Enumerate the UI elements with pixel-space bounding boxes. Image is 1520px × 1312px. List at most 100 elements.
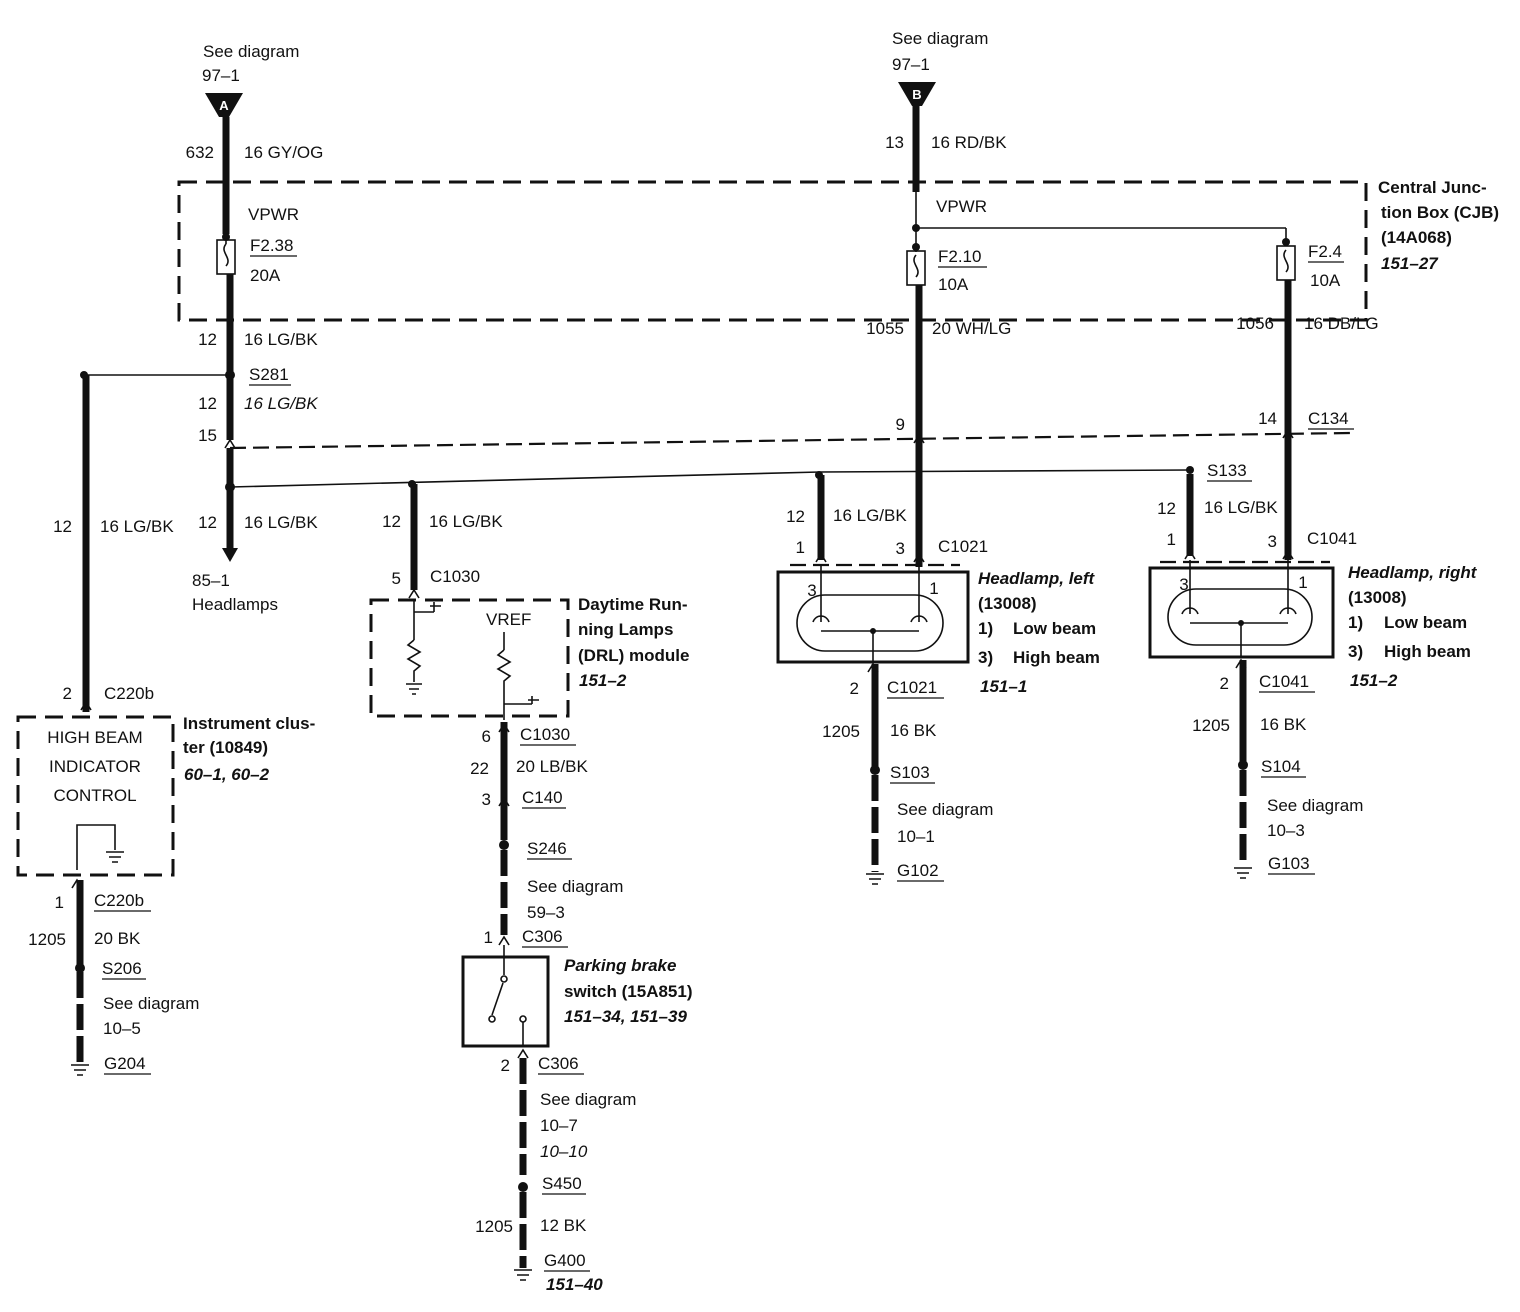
hl-right-beam-1-num: 1) [1348, 613, 1363, 632]
cluster-see: See diagram [103, 994, 199, 1013]
pin-15-chevron [224, 438, 236, 449]
fuse-f24-rating: 10A [1310, 271, 1341, 290]
hl-left-beam-1: Low beam [1013, 619, 1096, 638]
hl-right-beam-1: Low beam [1384, 613, 1467, 632]
splice-s246 [499, 840, 509, 850]
hl-left-beam-3: High beam [1013, 648, 1100, 667]
hl-right-beam-3-num: 3) [1348, 642, 1363, 661]
c134-pin-14: 14 [1258, 409, 1277, 428]
cluster-title-1: Instrument clus- [183, 714, 315, 733]
splice-s133-node [1186, 466, 1194, 474]
headlamps-ref: 85–1 [192, 571, 230, 590]
drl-conn-in: C1030 [430, 567, 480, 586]
hl-left-see-ref: 10–1 [897, 827, 935, 846]
drl-see-ref: 59–3 [527, 903, 565, 922]
ground-g103-label: G103 [1268, 854, 1310, 873]
g102-ground-icon [866, 873, 884, 885]
hl-right-lamp-pin-3: 3 [1179, 575, 1188, 594]
pb-conn-top: C306 [522, 927, 563, 946]
hl-left-filaments [812, 615, 928, 632]
fuse-f210-rating: 10A [938, 275, 969, 294]
hl-right-lg-wire: 16 LG/BK [1204, 498, 1278, 517]
hl-left-beam-3-num: 3) [978, 648, 993, 667]
hl-right-beam-3: High beam [1384, 642, 1471, 661]
splice-s450-label: S450 [542, 1174, 582, 1193]
drl-ref: 151–2 [579, 671, 627, 690]
headlamps-arrow [222, 548, 238, 562]
cjb-ref: 151–27 [1381, 254, 1439, 273]
left-pin-15: 15 [198, 426, 217, 445]
drl-pin-c140: 3 [482, 790, 491, 809]
headlamps-wire: 16 LG/BK [244, 513, 318, 532]
hl-left-bulb [796, 594, 944, 652]
splice-s103-label: S103 [890, 763, 930, 782]
ground-g102-label: G102 [897, 861, 939, 880]
hl-left-feed-circuit: 1055 [866, 319, 904, 338]
drl-internal-left-switch [430, 602, 441, 612]
pb-title-2: switch (15A851) [564, 982, 693, 1001]
splice-s206-label: S206 [102, 959, 142, 978]
headlamps-circuit: 12 [198, 513, 217, 532]
left-below-fuse-wire: 16 LG/BK [244, 330, 318, 349]
drl-feed-wire: 16 LG/BK [429, 512, 503, 531]
connector-b-ref: 97–1 [892, 55, 930, 74]
drl-pin-in-chevron [408, 588, 420, 599]
hl-left-gnd-circuit: 1205 [822, 722, 860, 741]
drl-vref: VREF [486, 610, 531, 629]
drl-box [369, 598, 570, 718]
hl-left-pin-1-chevron [815, 552, 827, 563]
fuse-f210-node [912, 243, 920, 251]
drl-pin-in: 5 [392, 569, 401, 588]
c134-pin-9-chevron [913, 433, 925, 444]
connector-a-ref: 97–1 [202, 66, 240, 85]
hl-left-pin-1: 1 [796, 538, 805, 557]
splice-s281-label: S281 [249, 365, 289, 384]
drl-out-circuit: 22 [470, 759, 489, 778]
connector-b: See diagram 97–1 B 13 16 RD/BK [885, 29, 1007, 152]
left-mid-wire: 16 LG/BK [244, 394, 318, 413]
hl-left-conn: C1021 [938, 537, 988, 556]
ground-g204-label: G204 [104, 1054, 146, 1073]
hl-left-lamp-pin-3: 3 [807, 581, 816, 600]
splice-s104 [1238, 760, 1248, 770]
cluster-ref: 60–1, 60–2 [184, 765, 270, 784]
cluster-pin-top: 2 [63, 684, 72, 703]
pb-contact-right [519, 1015, 527, 1023]
cluster-feed-wire: 16 LG/BK [100, 517, 174, 536]
hl-right-part: (13008) [1348, 588, 1407, 607]
ground-g400-label: G400 [544, 1251, 586, 1270]
pb-contact-top [500, 975, 508, 983]
splice-s450 [518, 1182, 528, 1192]
c134-pin-9: 9 [896, 415, 905, 434]
hl-right-filament-leads [1189, 560, 1289, 614]
pb-gnd-wire: 12 BK [540, 1216, 587, 1235]
drl-right-switch [528, 696, 539, 704]
cluster-gnd-wire: 20 BK [94, 929, 141, 948]
cluster-pin-bottom: 1 [55, 893, 64, 912]
cjb-box [177, 180, 1368, 322]
hl-right-lamp-pin-1: 1 [1298, 573, 1307, 592]
drl-see: See diagram [527, 877, 623, 896]
cluster-title-2: ter (10849) [183, 738, 268, 757]
hl-left-see: See diagram [897, 800, 993, 819]
hl-left-title: Headlamp, left [978, 569, 1096, 588]
fuse-f238-body [216, 239, 236, 275]
drl-title-1: Daytime Run- [578, 595, 688, 614]
hl-left-pin-gnd: 2 [850, 679, 859, 698]
fuse-f238-element [223, 243, 229, 267]
pb-pin-bottom: 2 [501, 1056, 510, 1075]
connector-b-circuit: 13 [885, 133, 904, 152]
c134-label: C134 [1308, 409, 1349, 428]
pb-switch-arm [491, 982, 504, 1016]
hl-right-pin-1-chevron [1184, 549, 1196, 560]
pb-contact-left [488, 1015, 496, 1023]
fuse-f24-element [1283, 249, 1289, 273]
fuse-f238-node [222, 233, 230, 241]
fuse-f238-name: F2.38 [250, 236, 293, 255]
left-mid-circuit: 12 [198, 394, 217, 413]
hl-left-part: (13008) [978, 594, 1037, 613]
left-below-fuse-circuit: 12 [198, 330, 217, 349]
hl-left-ref: 151–1 [980, 677, 1027, 696]
cjb-part: (14A068) [1381, 228, 1452, 247]
pb-pin-bottom-chevron [517, 1048, 529, 1059]
